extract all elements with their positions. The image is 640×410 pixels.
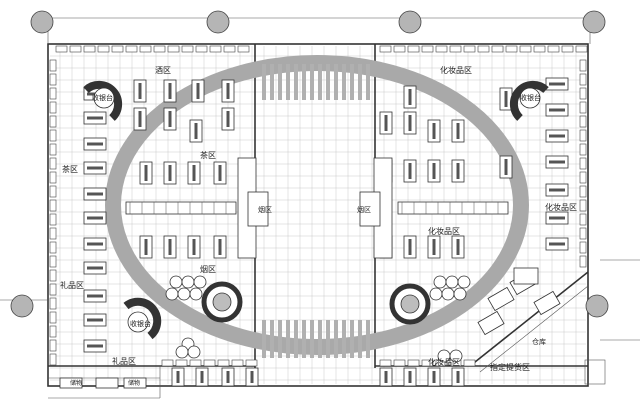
label-cashier-top-left: 收银台 (92, 93, 113, 102)
label-gift-left: 礼品区 (60, 280, 84, 290)
round-island-right (389, 283, 431, 325)
central-ring-walkway (105, 55, 529, 355)
zone-labels: 酒区 收银台 收银台 收银台 茶区 茶区 烟区 礼品区 礼品区 化妆品区 化妆品… (60, 65, 577, 387)
center-counter-left (237, 157, 269, 259)
label-cosmetics-right: 化妆品区 (545, 202, 577, 212)
label-wine-zone: 酒区 (155, 66, 171, 75)
ring-stripes (262, 64, 370, 358)
cashier-counter-top-left (83, 80, 123, 121)
label-gift-bottom: 礼品区 (112, 356, 136, 366)
label-storage: 仓库 (532, 337, 546, 346)
round-tables (165, 275, 471, 363)
label-tea-left: 茶区 (62, 164, 78, 174)
label-tea-center: 茶区 (200, 150, 216, 160)
perimeter-shelving (49, 45, 588, 367)
label-cosmetics-mid: 化妆品区 (428, 226, 460, 236)
label-designated-pickup: 指定提货区 (490, 362, 530, 372)
cashier-counter-top-right (509, 80, 549, 121)
label-store-right: 储物 (128, 379, 140, 387)
round-island-left (201, 281, 243, 323)
label-cashier-top-right: 收银台 (520, 93, 541, 102)
center-counter-right (359, 157, 393, 259)
label-store-left: 储物 (70, 379, 82, 387)
structural-columns (10, 10, 609, 318)
label-center-left: 烟区 (258, 205, 272, 214)
label-center-right: 烟区 (357, 205, 371, 214)
label-cosmetics-top: 化妆品区 (440, 65, 472, 75)
cashier-counter-bottom-left (123, 297, 162, 340)
label-cosmetics-bottom: 化妆品区 (428, 357, 460, 367)
label-center-bottom: 烟区 (200, 265, 216, 274)
label-cashier-bottom-left: 收银台 (130, 319, 151, 328)
diagonal-cases (477, 267, 561, 336)
